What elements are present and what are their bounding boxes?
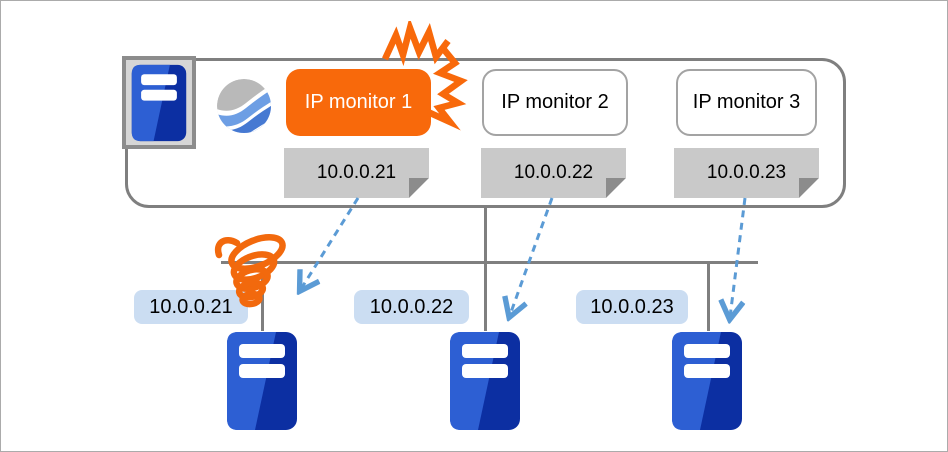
target-ip-label-3: 10.0.0.23 bbox=[576, 290, 688, 324]
monitor-2-label: IP monitor 2 bbox=[501, 91, 609, 113]
ip-note-3-text: 10.0.0.23 bbox=[706, 162, 787, 183]
server-icon bbox=[226, 331, 298, 431]
ping-arrow-2 bbox=[510, 197, 554, 315]
ip-note-3: 10.0.0.23 bbox=[674, 148, 819, 198]
network-bus-line bbox=[221, 261, 758, 264]
ping-arrow-1 bbox=[301, 197, 360, 289]
host-drop-line bbox=[484, 206, 487, 331]
ip-note-1-text: 10.0.0.21 bbox=[316, 162, 397, 183]
server-1-drop-line bbox=[261, 263, 264, 331]
server-icon bbox=[671, 331, 743, 431]
monitor-3-label: IP monitor 3 bbox=[692, 91, 801, 113]
monitor-box-2: IP monitor 2 bbox=[482, 69, 628, 136]
ip-note-2: 10.0.0.22 bbox=[481, 148, 626, 198]
target-ip-1-text: 10.0.0.21 bbox=[149, 295, 233, 318]
ip-note-2-text: 10.0.0.22 bbox=[513, 162, 594, 183]
server-icon bbox=[131, 64, 187, 142]
ping-arrow-3 bbox=[730, 197, 747, 317]
target-ip-label-2: 10.0.0.22 bbox=[354, 290, 469, 324]
monitor-host-frame bbox=[122, 56, 196, 149]
monitor-box-1: IP monitor 1 bbox=[286, 69, 431, 136]
target-ip-label-1: 10.0.0.21 bbox=[134, 290, 248, 324]
monitor-1-label: IP monitor 1 bbox=[304, 91, 413, 113]
server-icon bbox=[449, 331, 521, 431]
ip-note-1: 10.0.0.21 bbox=[284, 148, 429, 198]
monitor-box-3: IP monitor 3 bbox=[676, 69, 817, 136]
server-3-drop-line bbox=[707, 263, 710, 331]
target-ip-3-text: 10.0.0.23 bbox=[590, 295, 674, 318]
wave-globe-logo-icon bbox=[217, 79, 271, 133]
target-ip-2-text: 10.0.0.22 bbox=[369, 295, 454, 318]
